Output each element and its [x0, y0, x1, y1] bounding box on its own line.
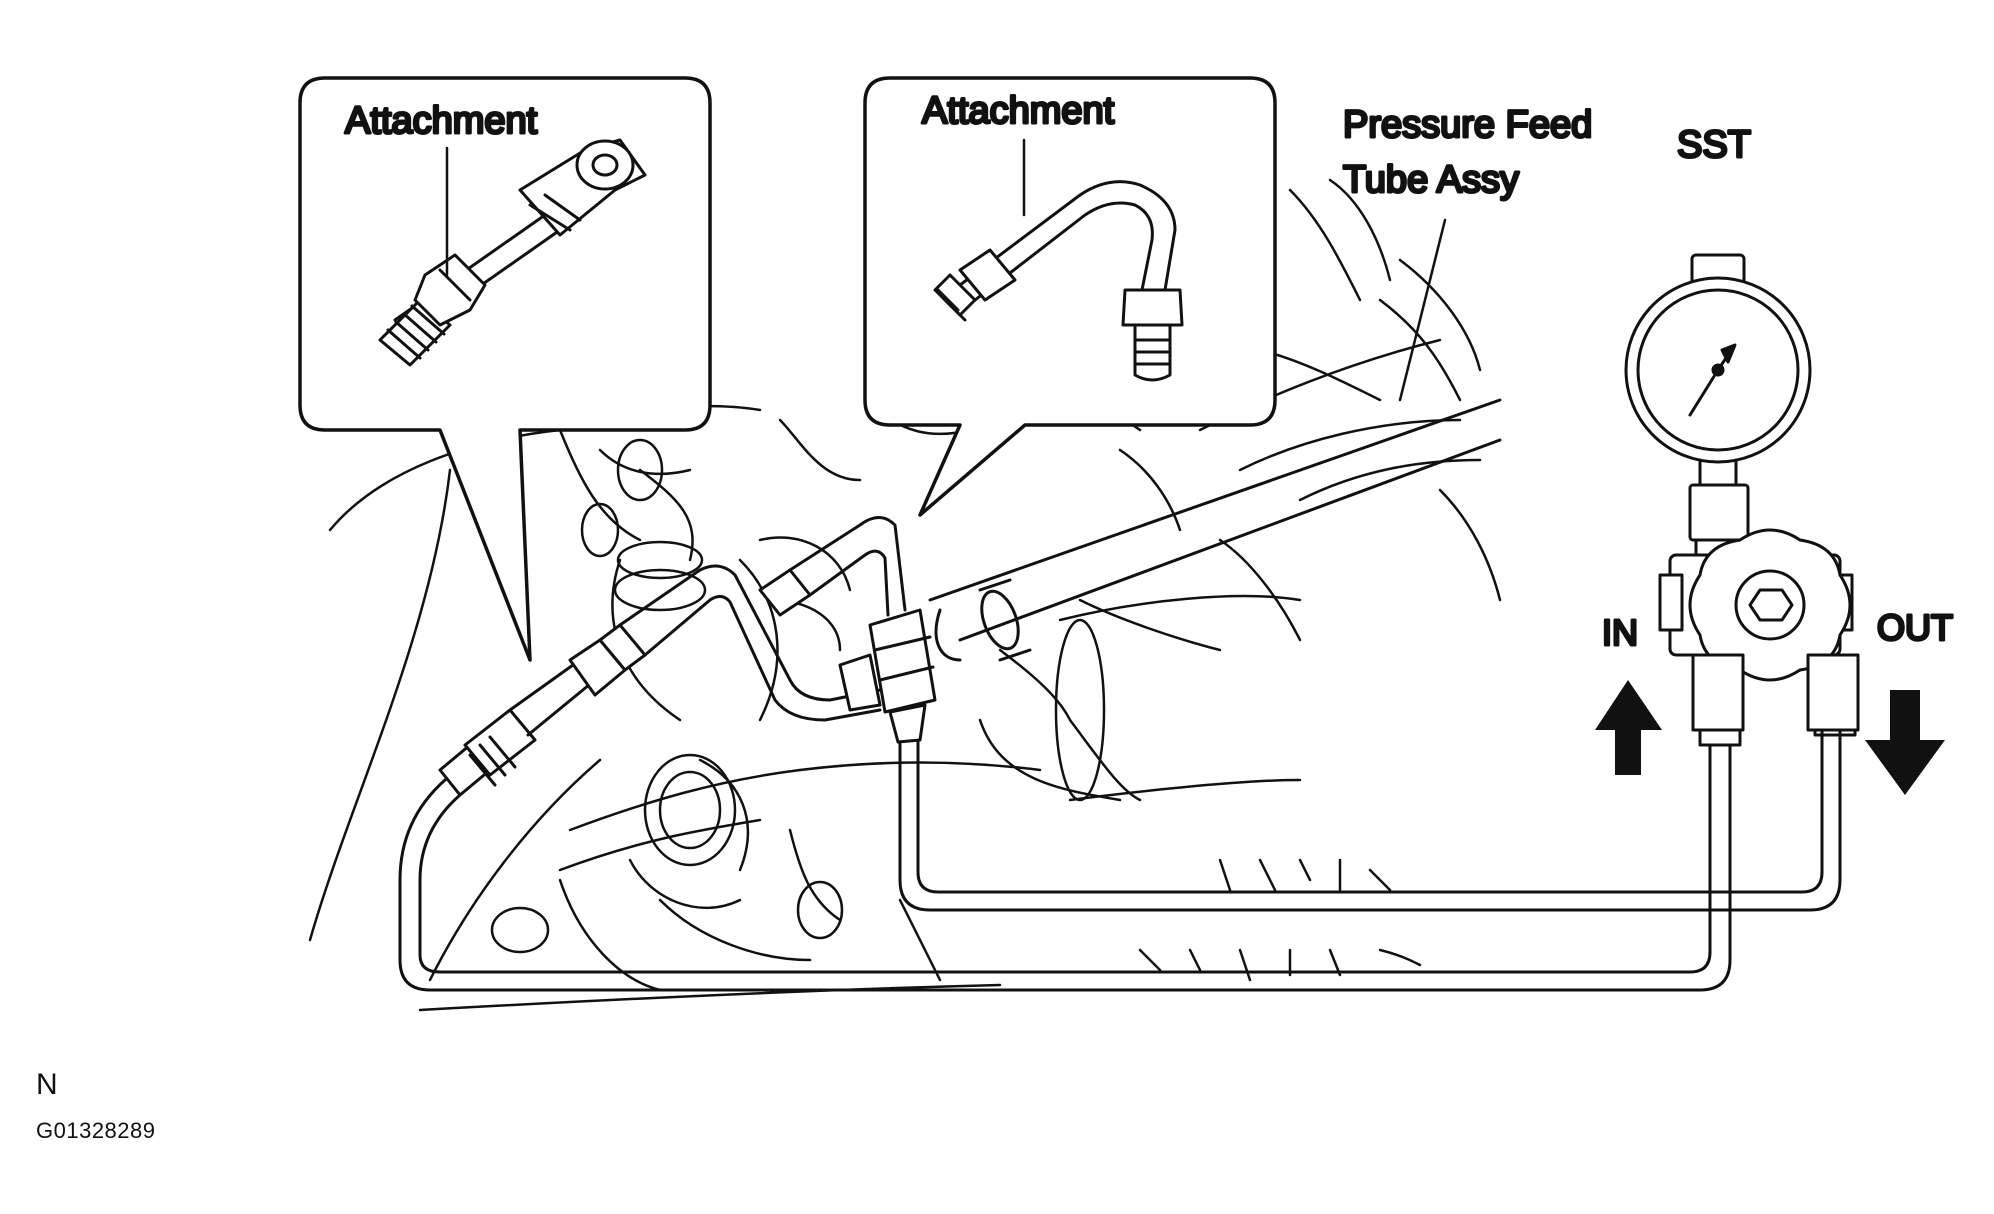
callout-right	[863, 76, 1277, 517]
out-arrow	[1865, 690, 1945, 795]
straight-attachment-illustration	[378, 138, 647, 367]
in-arrow	[1595, 680, 1662, 775]
attachment-label-left: Attachment	[345, 100, 538, 142]
footer-letter: N	[36, 1068, 58, 1101]
attachment-label-right: Attachment	[922, 90, 1115, 132]
in-label: IN	[1602, 612, 1638, 653]
hose-fittings	[438, 516, 937, 797]
valve-knob	[1688, 528, 1852, 682]
callout-left	[298, 76, 712, 662]
gauge-needle	[1688, 353, 1730, 417]
pressure-feed-label-line2: Tube Assy	[1343, 159, 1519, 201]
out-label: OUT	[1877, 607, 1953, 648]
pressure-feed-label-line1: Pressure Feed	[1343, 104, 1592, 146]
sst-pressure-gauge	[1624, 253, 1860, 732]
pressure-feed-tube	[928, 398, 1502, 662]
bent-attachment-illustration	[933, 180, 1184, 382]
figure-id: G01328289	[36, 1118, 156, 1143]
leader-lines	[445, 138, 1447, 402]
engine-background-sketch	[308, 178, 1502, 1012]
sst-label: SST	[1677, 124, 1751, 166]
